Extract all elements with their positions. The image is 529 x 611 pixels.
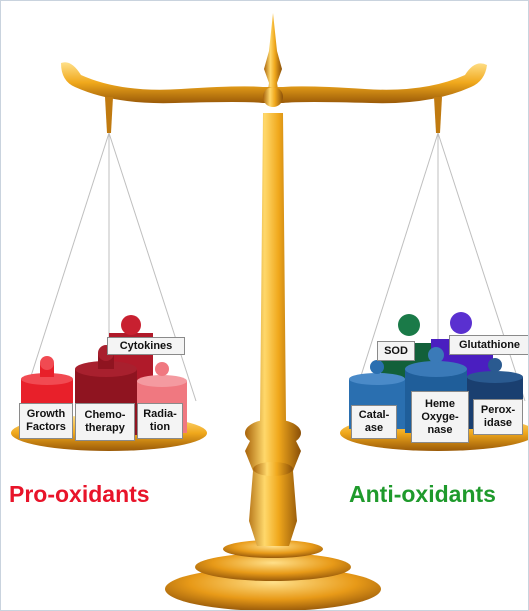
radiation-label: Radia- tion: [137, 403, 183, 439]
glutathione-label: Glutathione: [449, 335, 528, 355]
scale-finial: [264, 13, 282, 101]
scale-pillar: [245, 113, 301, 546]
scale-base-top: [195, 553, 351, 581]
sod-label: SOD: [377, 341, 415, 361]
scale-base: [165, 567, 381, 610]
anti-oxidants-title: Anti-oxidants: [349, 481, 496, 507]
heme-oxygenase-label: Heme Oxyge- nase: [411, 391, 469, 443]
pro-oxidants-title: Pro-oxidants: [9, 481, 150, 507]
peroxidase-label: Perox- idase: [473, 399, 523, 435]
chemotherapy-label: Chemo- therapy: [75, 403, 135, 441]
catalase-label: Catal- ase: [351, 405, 397, 439]
growth-factors-label: Growth Factors: [19, 403, 73, 439]
cytokines-label: Cytokines: [107, 337, 185, 355]
scale-beam: [61, 62, 487, 104]
